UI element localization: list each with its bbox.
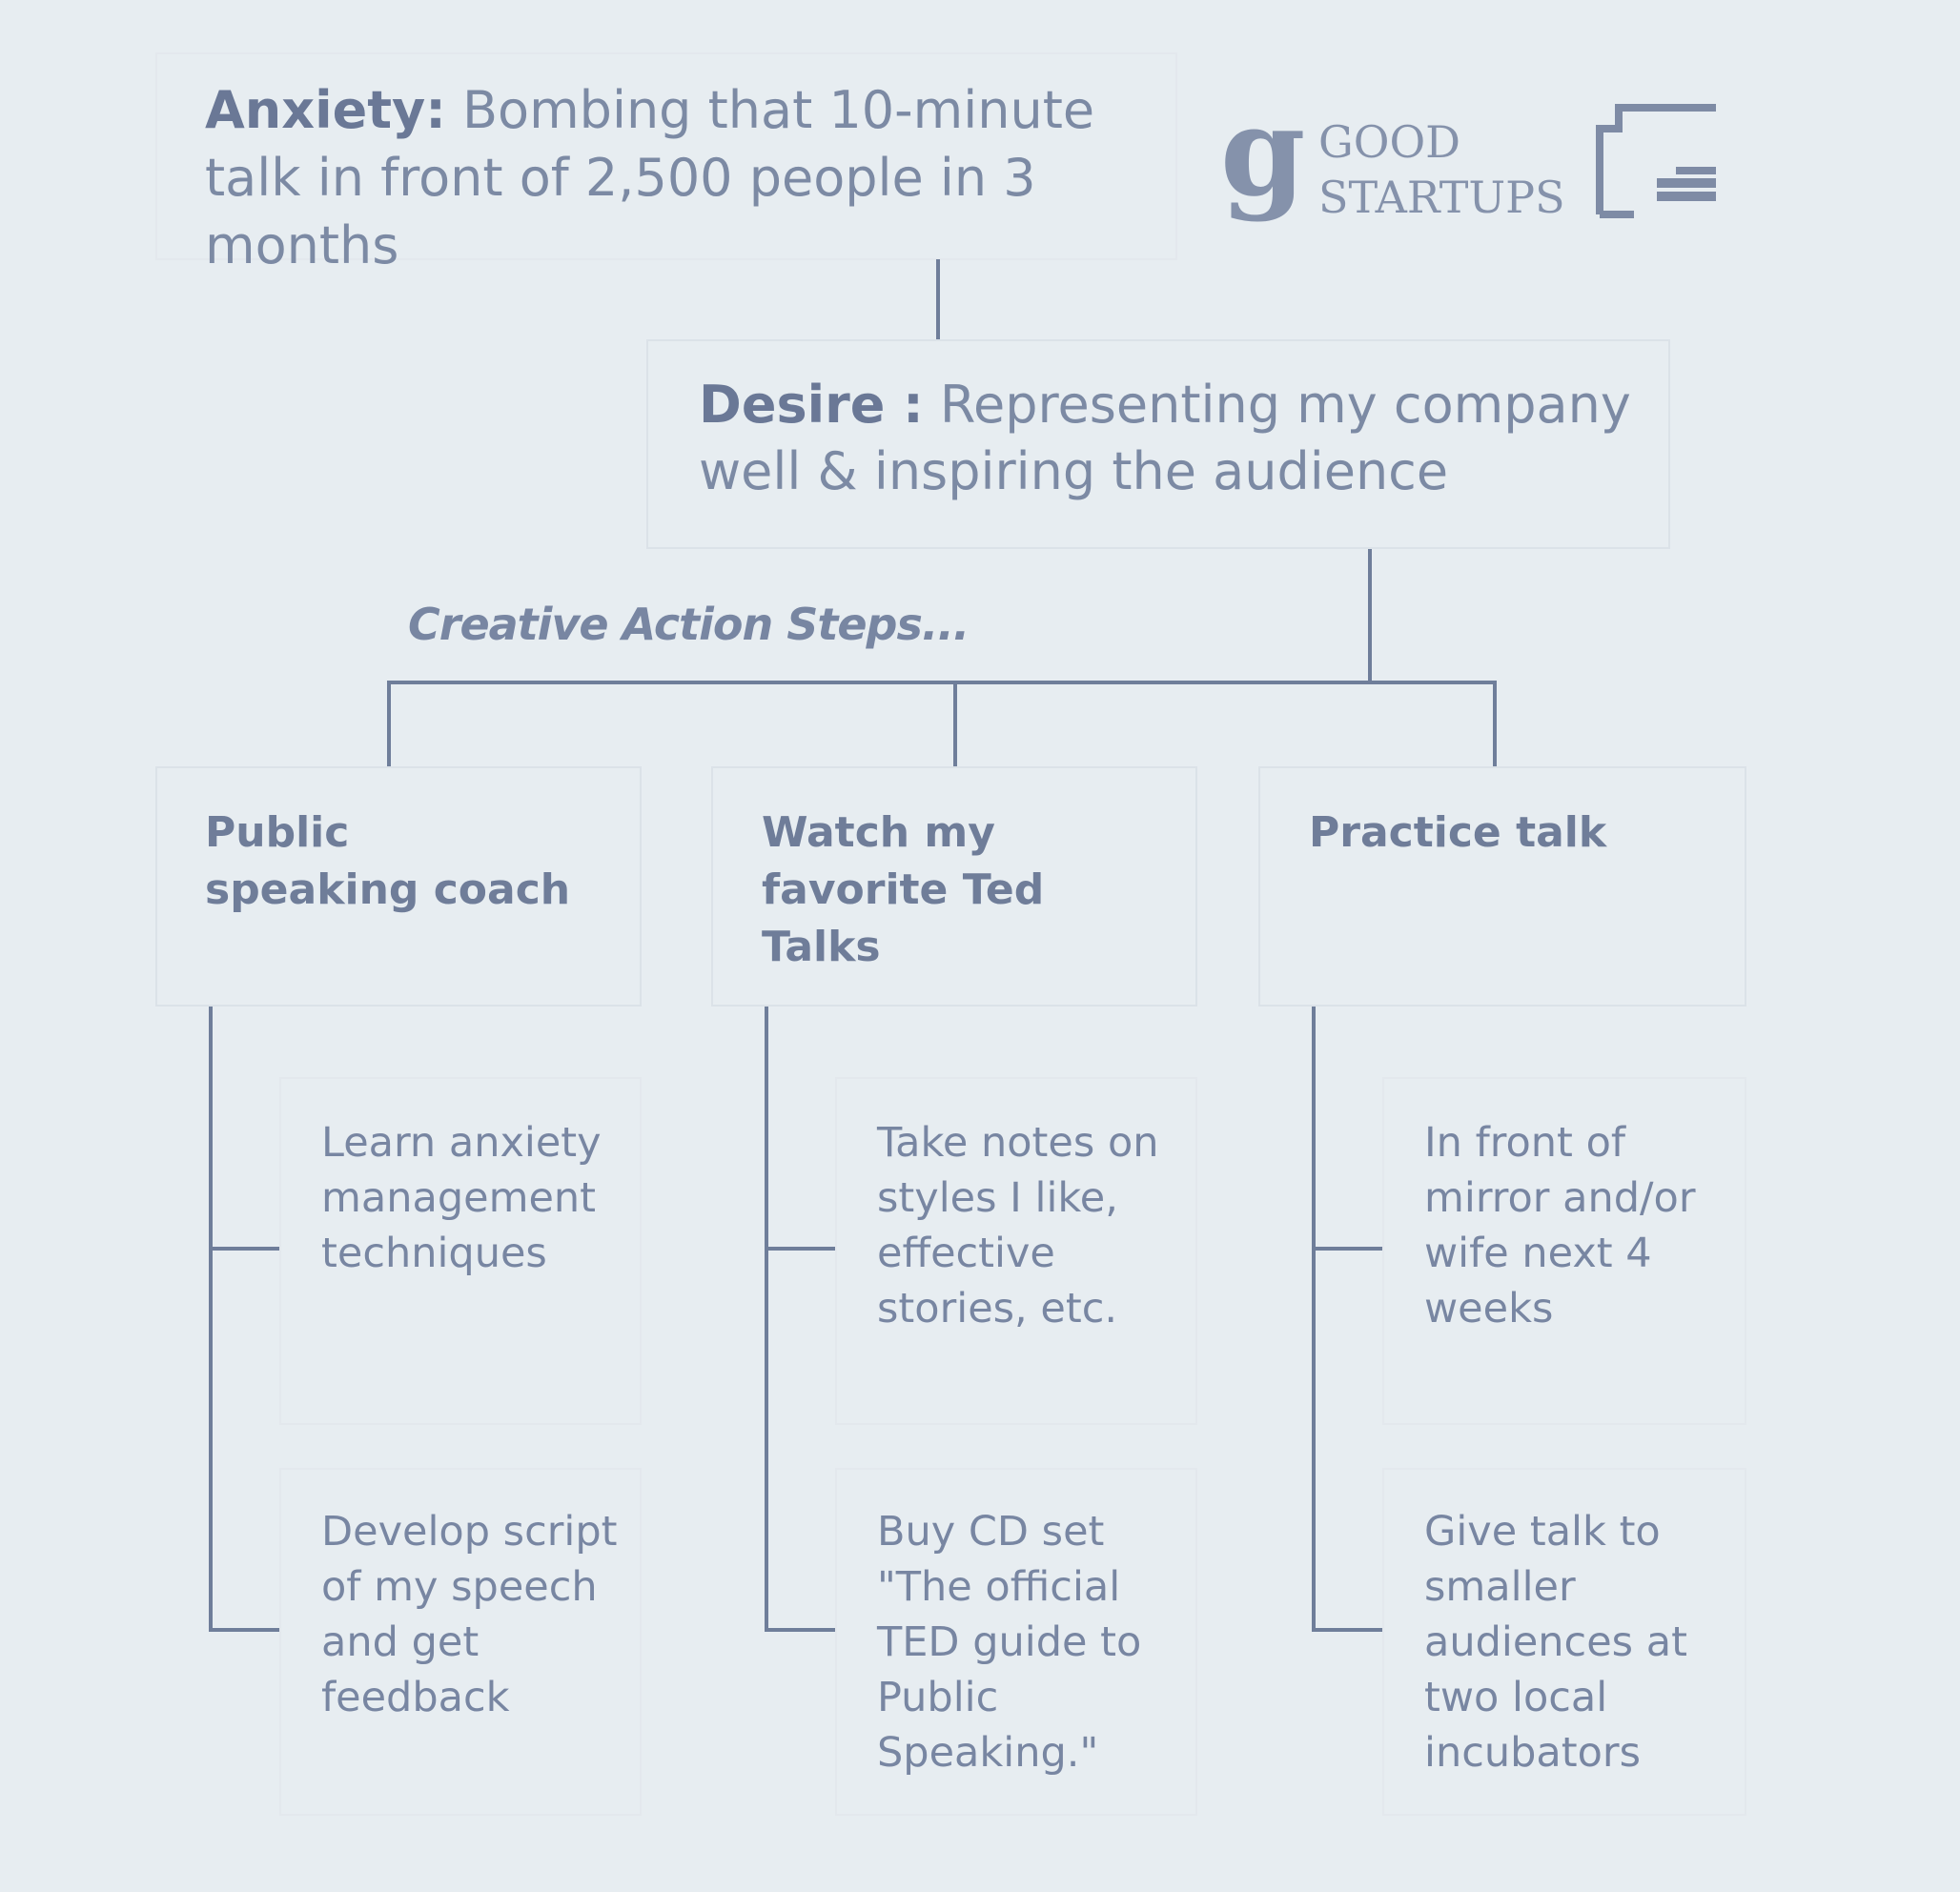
connector-desire-branches: [1368, 549, 1372, 684]
good-startups-g-logo: g: [1220, 81, 1306, 224]
branch-2-tick-1: [765, 1247, 835, 1251]
logo-line-startups: STARTUPS: [1318, 172, 1565, 223]
branch-1-tick-1: [209, 1247, 279, 1251]
step-text-3-1: In front of mirror and/or wife next 4 we…: [1424, 1119, 1696, 1333]
step-text-1-2: Develop script of my speech and get feed…: [321, 1508, 618, 1721]
branch-drop-3: [1493, 681, 1497, 766]
anxiety-box: [155, 52, 1177, 260]
step-box-1-2: [279, 1468, 642, 1816]
step-text-1-1: Learn anxiety management techniques: [321, 1119, 602, 1277]
branch-3-vertical: [1312, 1007, 1316, 1632]
step-text-3-2: Give talk to smaller audiences at two lo…: [1424, 1508, 1687, 1777]
branch-2-tick-2: [765, 1628, 835, 1632]
desire-label: Desire :: [699, 375, 924, 435]
step-text-2-2: Buy CD set "The official TED guide to Pu…: [877, 1508, 1142, 1777]
connector-anxiety-desire: [936, 259, 940, 341]
desire-text: Representing my company well & inspiring…: [699, 375, 1631, 501]
branch-drop-2: [953, 681, 957, 766]
review-logo-icon: [1592, 100, 1724, 224]
step-box-3-1: [1382, 1077, 1746, 1425]
anxiety-statement: Anxiety: Bombing that 10-minute talk in …: [205, 76, 1158, 279]
branch-3-tick-2: [1312, 1628, 1382, 1632]
branch-title-1: Public speaking coach: [205, 808, 571, 914]
anxiety-label: Anxiety:: [205, 80, 446, 140]
step-box-1-1: [279, 1077, 642, 1425]
step-box-2-1: [835, 1077, 1197, 1425]
branch-box-1: [155, 766, 642, 1007]
branch-1-tick-2: [209, 1628, 279, 1632]
desire-statement: Desire : Representing my company well & …: [699, 372, 1652, 505]
anxiety-text: Bombing that 10-minute talk in front of …: [205, 80, 1095, 275]
desire-box: [646, 339, 1670, 549]
branch-3-tick-1: [1312, 1247, 1382, 1251]
branch-horizontal-line: [387, 681, 1497, 684]
branch-box-3: [1258, 766, 1746, 1007]
step-box-2-2: [835, 1468, 1197, 1816]
branch-1-vertical: [209, 1007, 213, 1632]
branch-box-2: [711, 766, 1197, 1007]
branch-title-2: Watch my favorite Ted Talks: [762, 808, 1045, 971]
section-label: Creative Action Steps...: [408, 599, 970, 650]
branch-drop-1: [387, 681, 391, 766]
branch-2-vertical: [765, 1007, 768, 1632]
step-text-2-1: Take notes on styles I like, effective s…: [877, 1119, 1159, 1333]
good-startups-wordmark: GOOD STARTUPS: [1318, 114, 1565, 225]
logo-line-good: GOOD: [1318, 116, 1461, 168]
step-box-3-2: [1382, 1468, 1746, 1816]
branch-title-3: Practice talk: [1309, 808, 1607, 857]
